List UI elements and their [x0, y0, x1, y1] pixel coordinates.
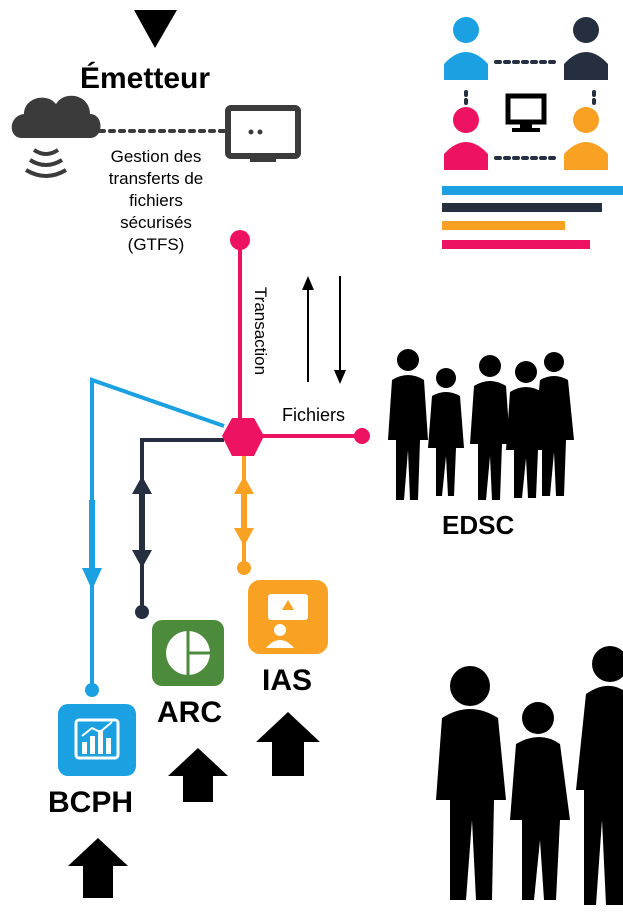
navy-end-node	[135, 605, 149, 619]
pink-bar	[442, 240, 590, 249]
business-people-icon	[388, 349, 574, 500]
gtfs-label-line: sécurisés	[120, 213, 192, 232]
gtfs-label-line: Gestion des	[110, 147, 202, 166]
transaction-up-arrow	[302, 276, 314, 290]
navy-link	[140, 438, 224, 612]
gtfs-label-line: fichiers	[129, 191, 183, 210]
blue-end-node	[85, 683, 99, 697]
transaction-label: Transaction	[251, 286, 271, 376]
presenter-icon	[248, 580, 328, 654]
user-network-icon	[444, 17, 608, 170]
gtfs-label: Gestion des transferts de fichiers sécur…	[90, 146, 222, 256]
ias-label: IAS	[262, 664, 313, 697]
orange-up-arrow	[234, 476, 254, 494]
fichiers-label: Fichiers	[282, 405, 346, 425]
orange-down-arrow	[234, 528, 254, 546]
pink-top-node	[230, 230, 250, 250]
pink-right-node	[354, 428, 370, 444]
arc-up-arrow	[168, 748, 228, 802]
navy-down-arrow	[132, 550, 152, 568]
bcph-label: BCPH	[48, 786, 134, 819]
hub-hexagon	[222, 418, 264, 456]
navy-bar	[442, 203, 602, 212]
edsc-label: EDSC	[442, 510, 515, 540]
ias-up-arrow	[256, 712, 320, 776]
gtfs-label-line: transferts de	[108, 169, 204, 188]
blue-bar	[442, 186, 623, 195]
bar-chart-icon	[58, 704, 136, 776]
business-people-icon	[436, 646, 623, 905]
bcph-up-arrow	[68, 838, 128, 898]
orange-bar	[442, 221, 565, 230]
blue-down-arrow	[82, 568, 102, 590]
monitor-icon	[225, 105, 301, 162]
pie-chart-icon	[152, 620, 224, 686]
navy-up-arrow	[132, 476, 152, 494]
down-triangle-icon	[134, 10, 177, 48]
orange-end-node	[237, 561, 251, 575]
transaction-down-arrow	[334, 370, 346, 384]
emitter-title: Émetteur	[80, 62, 211, 95]
gtfs-label-line: (GTFS)	[127, 235, 185, 254]
arc-label: ARC	[157, 696, 222, 729]
cloud-icon	[11, 95, 101, 178]
